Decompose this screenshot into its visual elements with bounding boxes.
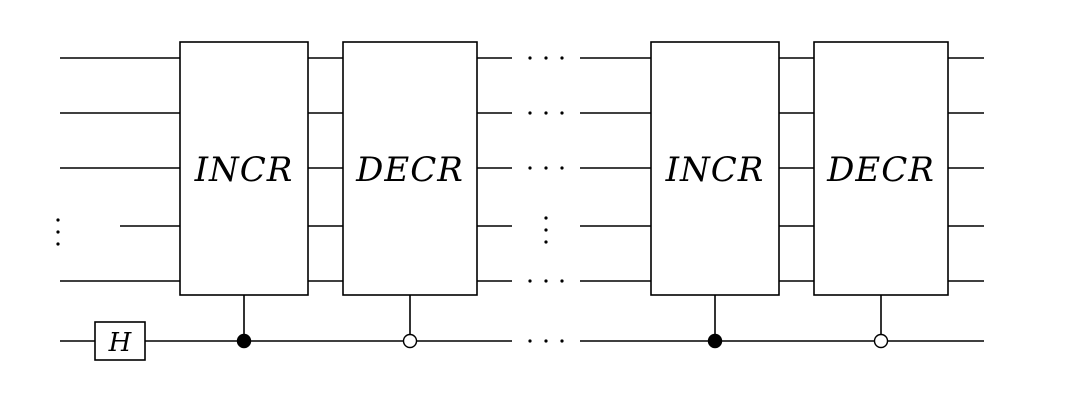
gate-label-decr-2: DECR bbox=[826, 150, 935, 190]
ellipsis-dot bbox=[544, 216, 548, 220]
ellipsis-dot bbox=[544, 56, 548, 60]
open-control-dot bbox=[873, 333, 889, 349]
ellipsis-dot bbox=[544, 240, 548, 244]
ellipsis-dot bbox=[544, 228, 548, 232]
ellipsis-dot bbox=[56, 230, 60, 234]
ellipsis-dot bbox=[544, 166, 548, 170]
gate-block-2 bbox=[342, 41, 478, 296]
ellipsis-dot bbox=[528, 111, 532, 115]
ellipsis-dot bbox=[528, 339, 532, 343]
filled-control-dot bbox=[707, 333, 723, 349]
ellipsis-dot bbox=[560, 111, 564, 115]
gate-block-1 bbox=[179, 41, 309, 296]
ellipsis-dot bbox=[528, 56, 532, 60]
ellipsis-dot bbox=[544, 339, 548, 343]
horizontal-ellipsis-group bbox=[528, 56, 564, 343]
ellipsis-dot bbox=[56, 218, 60, 222]
ellipsis-dot bbox=[560, 279, 564, 283]
gate-block-3 bbox=[650, 41, 780, 296]
gate-label-incr-1: INCR bbox=[194, 150, 294, 190]
ellipsis-dot bbox=[560, 339, 564, 343]
ellipsis-dot bbox=[528, 279, 532, 283]
ellipsis-dot bbox=[528, 166, 532, 170]
vertical-ellipsis-group bbox=[56, 216, 548, 246]
open-control-dot bbox=[402, 333, 418, 349]
ellipsis-dot bbox=[560, 166, 564, 170]
hadamard-gate bbox=[94, 321, 146, 361]
gate-label-incr-2: INCR bbox=[665, 150, 765, 190]
ellipsis-dot bbox=[544, 111, 548, 115]
ellipsis-dot bbox=[560, 56, 564, 60]
gate-block-4 bbox=[813, 41, 949, 296]
ellipsis-dot bbox=[56, 242, 60, 246]
ellipsis-dot bbox=[544, 279, 548, 283]
filled-control-dot bbox=[236, 333, 252, 349]
hadamard-label: H bbox=[108, 328, 133, 358]
gate-label-decr-1: DECR bbox=[355, 150, 464, 190]
